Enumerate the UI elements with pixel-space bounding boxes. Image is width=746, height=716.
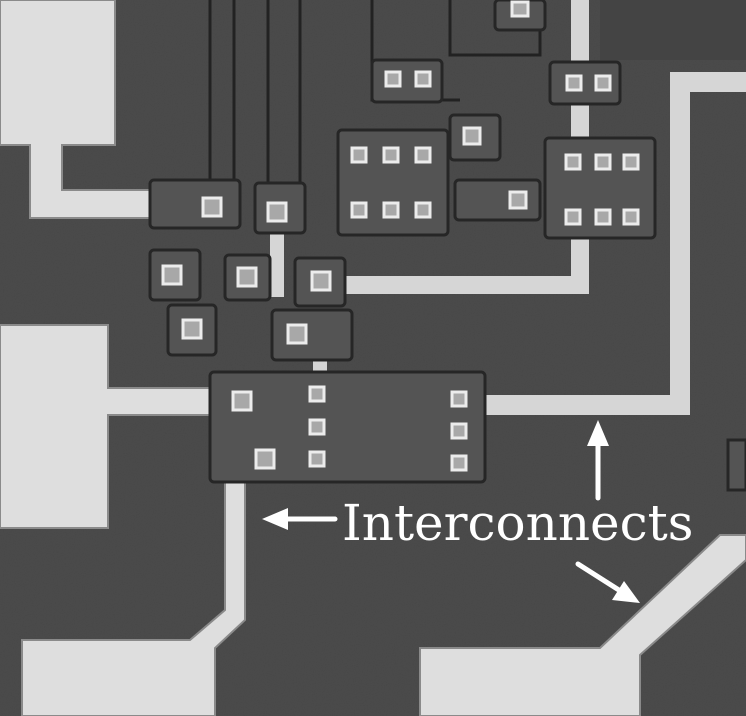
device-left-top — [148, 178, 242, 230]
device-center-mid — [453, 178, 542, 222]
contacts — [161, 0, 640, 472]
pad-bottom-right — [419, 534, 746, 716]
arrow-left-icon — [262, 508, 338, 530]
device-upper-block — [336, 128, 450, 237]
arrow-down-right-icon — [575, 561, 640, 603]
trace-right-l — [470, 72, 746, 415]
device-lower-center — [270, 308, 354, 362]
pad-bottom-left — [21, 469, 246, 716]
device-bottom-row — [208, 370, 487, 484]
arrow-up-icon — [587, 420, 609, 501]
annotation-arrows — [262, 420, 640, 603]
device-right-top — [548, 60, 622, 106]
device-right-edge — [726, 438, 746, 492]
interconnects-label: Interconnects — [342, 494, 694, 552]
upper-right-field — [600, 0, 746, 60]
